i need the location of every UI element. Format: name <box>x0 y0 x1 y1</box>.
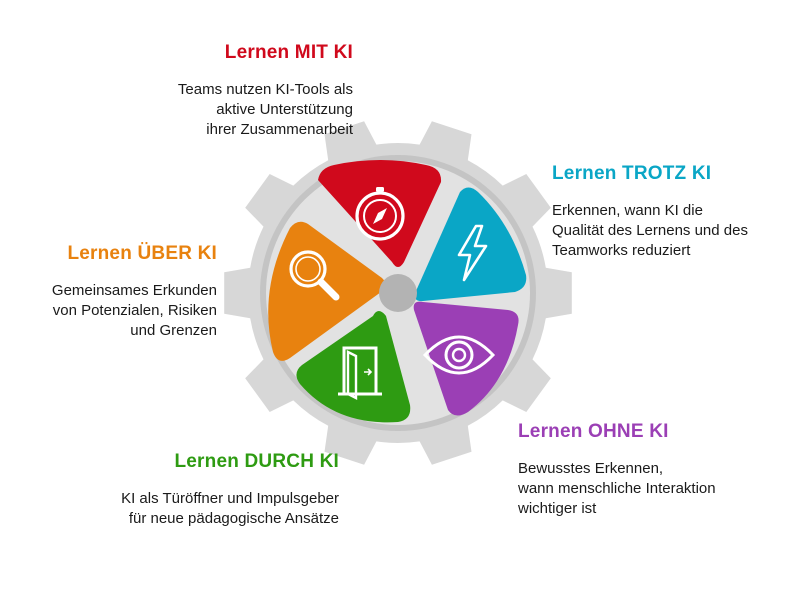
label-trotz-text: Erkennen, wann KI die Qualität des Lerne… <box>552 202 748 259</box>
segment-mit[interactable] <box>318 160 442 267</box>
segment-ohne-shape <box>413 301 519 416</box>
label-mit-text: Teams nutzen KI-Tools als aktive Unterst… <box>177 81 353 138</box>
label-durch: Lernen DURCH KI KI als Türöffner und Imp… <box>121 451 339 529</box>
label-durch-title: Lernen DURCH KI <box>174 451 339 472</box>
label-ueber-title: Lernen ÜBER KI <box>67 243 217 264</box>
label-ohne-text: Bewusstes Erkennen, wann menschliche Int… <box>518 460 716 517</box>
label-mit: Lernen MIT KI Teams nutzen KI-Tools als … <box>178 42 353 140</box>
label-ohne-title: Lernen OHNE KI <box>518 421 669 442</box>
segment-trotz-shape <box>414 187 527 302</box>
door-icon <box>338 346 382 400</box>
label-trotz: Lernen TROTZ KI Erkennen, wann KI die Qu… <box>552 163 748 261</box>
gear-hub <box>379 274 417 312</box>
segment-ueber[interactable] <box>268 221 386 361</box>
lightning-icon <box>457 224 488 282</box>
label-durch-text: KI als Türöffner und Impulsgeber für neu… <box>121 490 339 527</box>
magnifier-icon <box>289 250 340 301</box>
segment-trotz[interactable] <box>414 187 527 302</box>
label-ueber-text: Gemeinsames Erkunden von Potenzialen, Ri… <box>51 282 217 339</box>
compass-icon <box>355 187 405 241</box>
label-mit-title: Lernen MIT KI <box>224 42 353 63</box>
eye-icon <box>422 335 496 375</box>
segment-ohne[interactable] <box>413 301 519 416</box>
label-ueber: Lernen ÜBER KI Gemeinsames Erkunden von … <box>52 243 217 341</box>
label-ohne: Lernen OHNE KI Bewusstes Erkennen, wann … <box>518 421 716 519</box>
label-trotz-title: Lernen TROTZ KI <box>552 163 712 184</box>
segment-durch[interactable] <box>296 311 411 423</box>
